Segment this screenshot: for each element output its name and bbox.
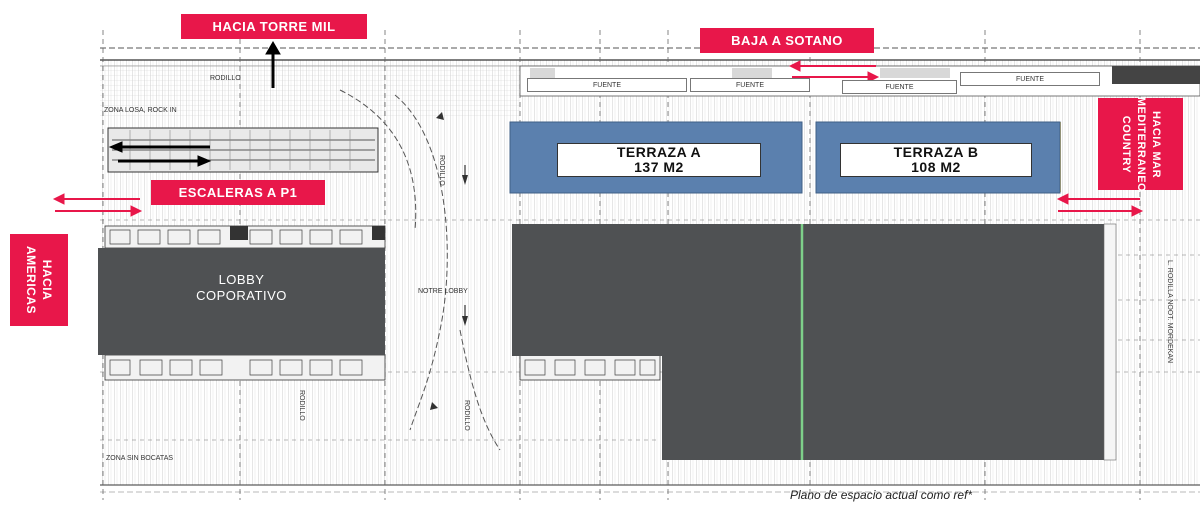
fountain-3: FUENTE: [842, 80, 957, 94]
footer-note: Plano de espacio actual como ref*: [790, 488, 973, 502]
fountain-2: FUENTE: [690, 78, 810, 92]
terraza-b-area: 108 M2: [911, 159, 961, 175]
lobby-corporativo-label: LOBBY COPORATIVO: [98, 272, 385, 304]
terraza-a-name: TERRAZA A: [616, 144, 702, 160]
terraza-a-label: TERRAZA A 137 M2: [557, 143, 761, 177]
label-hacia-mar-mediterraneo: HACIA MAR MEDITERRANEO COUNTRY: [1098, 96, 1183, 192]
lobby-label-line1: LOBBY: [218, 272, 265, 287]
label-escaleras-a-p1: ESCALERAS A P1: [151, 180, 325, 205]
terraza-b-name: TERRAZA B: [893, 144, 979, 160]
fountain-4: FUENTE: [960, 72, 1100, 86]
label-escaleras-a-p1-text: ESCALERAS A P1: [178, 185, 298, 200]
fountain-2-label: FUENTE: [736, 81, 764, 89]
label-hacia-americas-line2: AMERICAS: [24, 245, 39, 315]
rodillo-text-3: RODILLO: [463, 400, 470, 431]
lobby-label-line2: COPORATIVO: [196, 288, 287, 303]
rodillo-text-2: RODILLO: [298, 390, 305, 421]
right-side-text: L. RODILLA NOOT. MORDEKAN: [1166, 260, 1173, 364]
label-hacia-americas: HACIA AMERICAS: [10, 234, 68, 326]
fountain-3-label: FUENTE: [885, 83, 914, 91]
label-baja-a-sotano: BAJA A SOTANO: [700, 28, 874, 53]
label-hacia-mar-line1: HACIA MAR: [1150, 110, 1163, 178]
fountain-1-label: FUENTE: [593, 81, 621, 89]
label-hacia-mar-line3: COUNTRY: [1120, 115, 1133, 173]
fountain-1: FUENTE: [527, 78, 687, 92]
terraza-b-label: TERRAZA B 108 M2: [840, 143, 1032, 177]
fountain-4-label: FUENTE: [1016, 75, 1044, 83]
terraza-a-area: 137 M2: [634, 159, 684, 175]
rodillo-text-1: RODILLO: [438, 155, 445, 186]
label-hacia-americas-line1: HACIA: [40, 259, 55, 301]
label-hacia-torre-mil: HACIA TORRE MIL: [181, 14, 367, 39]
zona-sin-bocatas-text: ZONA SIN BOCATAS: [106, 455, 174, 462]
label-hacia-torre-mil-text: HACIA TORRE MIL: [212, 19, 336, 34]
label-hacia-mar-line2: MEDITERRANEO: [1135, 96, 1148, 192]
rodillo-text-4: RODILLO: [210, 75, 241, 82]
label-baja-a-sotano-text: BAJA A SOTANO: [731, 33, 843, 48]
zona-losa-text: ZONA LOSA, ROCK IN: [104, 107, 177, 114]
notre-lobby-text: NOTRE LOBBY: [418, 288, 468, 295]
